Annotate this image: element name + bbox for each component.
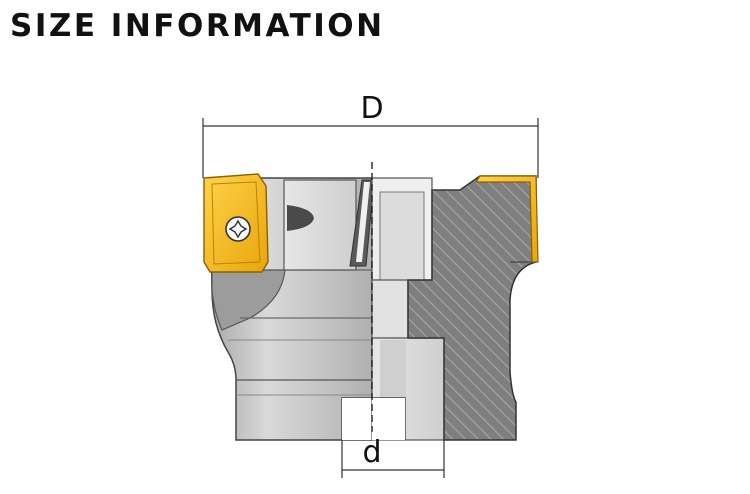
page-title: SIZE INFORMATION bbox=[10, 8, 385, 44]
bore-diameter-label: d bbox=[362, 435, 381, 470]
bore-diameter-dimension bbox=[341, 440, 445, 478]
outer-diameter-label: D bbox=[360, 91, 383, 126]
bore-region bbox=[371, 177, 445, 441]
right-insert bbox=[474, 175, 539, 263]
insert-screw-icon bbox=[225, 216, 251, 242]
outer-diameter-dimension bbox=[202, 118, 539, 178]
